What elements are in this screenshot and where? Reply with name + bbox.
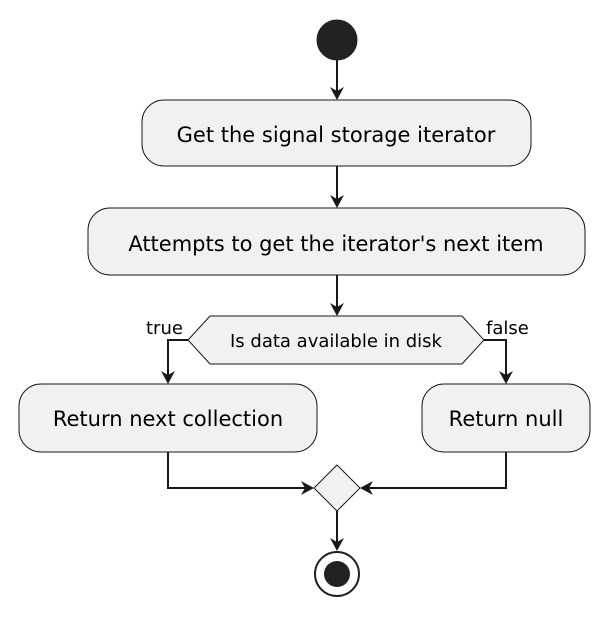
action-return-next-collection-label: Return next collection [53,407,283,431]
action-get-iterator: Get the signal storage iterator [141,99,532,167]
merge-node [313,464,361,512]
action-return-null: Return null [421,383,591,453]
branch-label-true: true [146,318,183,339]
edge-false-to-merge [360,452,507,495]
end-node [314,551,360,597]
action-return-null-label: Return null [449,407,564,431]
decision-data-available: Is data available in disk [187,315,485,365]
action-get-next-item: Attempts to get the iterator's next item [87,207,586,276]
start-node [316,19,358,61]
edge-decision-to-true [161,339,188,384]
action-get-iterator-label: Get the signal storage iterator [177,123,496,147]
action-get-next-item-label: Attempts to get the iterator's next item [128,232,543,256]
decision-label: Is data available in disk [230,331,443,352]
branch-label-false: false [486,318,529,339]
action-return-next-collection: Return next collection [18,383,318,453]
edge-decision-to-false [484,339,513,384]
edge-true-to-merge [167,452,314,495]
